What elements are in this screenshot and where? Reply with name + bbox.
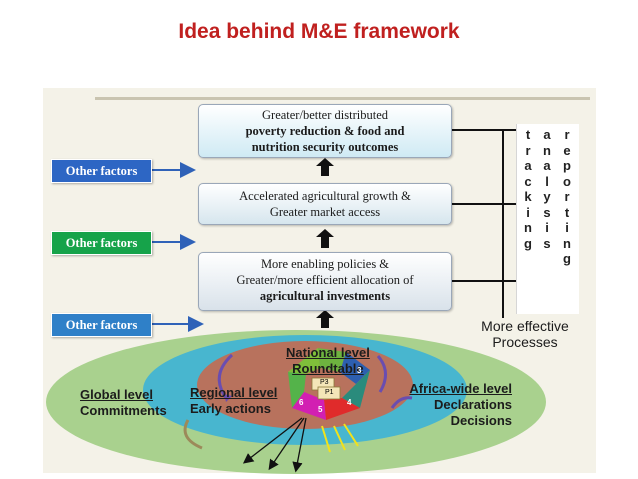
column-letter: s xyxy=(543,204,551,220)
other-factors-1: Other factors xyxy=(51,159,152,183)
reporting-column: r e p o r t i n g xyxy=(557,127,577,267)
column-letter: i xyxy=(565,220,569,235)
column-letter: i xyxy=(545,220,549,235)
level-subtitle: Early actions xyxy=(190,401,271,416)
more-effective-processes: More effective Processes xyxy=(470,318,580,350)
column-letter: p xyxy=(563,158,571,173)
other-factors-3: Other factors xyxy=(51,313,152,337)
box-line: nutrition security outcomes xyxy=(251,140,399,154)
box-line: poverty reduction & food and xyxy=(245,124,405,138)
outcome-box-agricultural-growth: Accelerated agricultural growth & Greate… xyxy=(198,183,452,225)
tracking-analysis-reporting-box xyxy=(516,124,579,314)
column-letter: l xyxy=(545,173,549,189)
column-letter: i xyxy=(526,204,530,220)
cycle-wheel xyxy=(288,348,370,420)
processes-line: Processes xyxy=(492,334,558,350)
column-letter: g xyxy=(563,251,571,266)
column-letter: a xyxy=(543,127,551,142)
column-letter: r xyxy=(525,142,531,158)
processes-line: More effective xyxy=(481,318,569,334)
africa-wide-level-label: Africa-wide level Declarations Decisions xyxy=(396,381,512,429)
cycle-label-4: 4 xyxy=(347,398,352,407)
slide-title: Idea behind M&E framework xyxy=(178,20,460,43)
column-letter: r xyxy=(564,189,570,204)
level-title: National level xyxy=(286,345,370,360)
column-letter: n xyxy=(524,220,532,235)
cycle-label-p1: P1 xyxy=(325,389,334,396)
level-subtitle: Declarations xyxy=(433,397,512,412)
cycle-label-3: 3 xyxy=(357,366,362,375)
column-letter: r xyxy=(564,127,570,142)
level-title: Africa-wide level xyxy=(409,381,512,396)
box-line: More enabling policies & xyxy=(260,257,390,271)
level-subtitle: Roundtable xyxy=(292,361,364,376)
box-line: Greater market access xyxy=(269,205,381,219)
column-letter: a xyxy=(543,158,551,173)
column-letter: a xyxy=(524,158,532,173)
panel-top-bar xyxy=(95,97,590,100)
column-letter: c xyxy=(524,173,532,189)
other-factors-2: Other factors xyxy=(51,231,152,255)
column-letter: t xyxy=(525,127,531,142)
cycle-label-6: 6 xyxy=(299,398,304,407)
cycle-label-p3: P3 xyxy=(320,379,329,386)
tracking-column: t r a c k i n g xyxy=(518,127,538,251)
level-title: Regional level xyxy=(190,385,278,400)
national-level-label: National level Roundtable xyxy=(286,345,370,377)
box-line: Accelerated agricultural growth & xyxy=(239,189,411,203)
column-letter: t xyxy=(564,204,570,220)
column-letter: n xyxy=(563,235,571,251)
outcome-box-poverty-reduction: Greater/better distributed poverty reduc… xyxy=(198,104,452,158)
column-letter: y xyxy=(543,189,551,204)
analysis-column: a n a l y s i s xyxy=(537,127,557,251)
column-letter: n xyxy=(543,142,551,158)
box-line: Greater/better distributed xyxy=(262,108,388,122)
regional-level-label: Regional level Early actions xyxy=(190,385,277,417)
column-letter: k xyxy=(524,189,532,204)
level-subtitle: Decisions xyxy=(450,413,512,428)
cycle-label-5: 5 xyxy=(318,405,323,414)
level-title: Global level xyxy=(80,387,153,402)
box-line: agricultural investments xyxy=(259,289,391,303)
column-letter: s xyxy=(543,235,551,251)
column-letter: g xyxy=(524,235,532,251)
level-subtitle: Commitments xyxy=(80,403,167,418)
global-level-label: Global level Commitments xyxy=(80,387,167,419)
box-line: Greater/more efficient allocation of xyxy=(236,273,414,287)
column-letter: e xyxy=(563,142,571,158)
column-letter: o xyxy=(563,173,571,189)
outcome-box-enabling-policies: More enabling policies & Greater/more ef… xyxy=(198,252,452,311)
